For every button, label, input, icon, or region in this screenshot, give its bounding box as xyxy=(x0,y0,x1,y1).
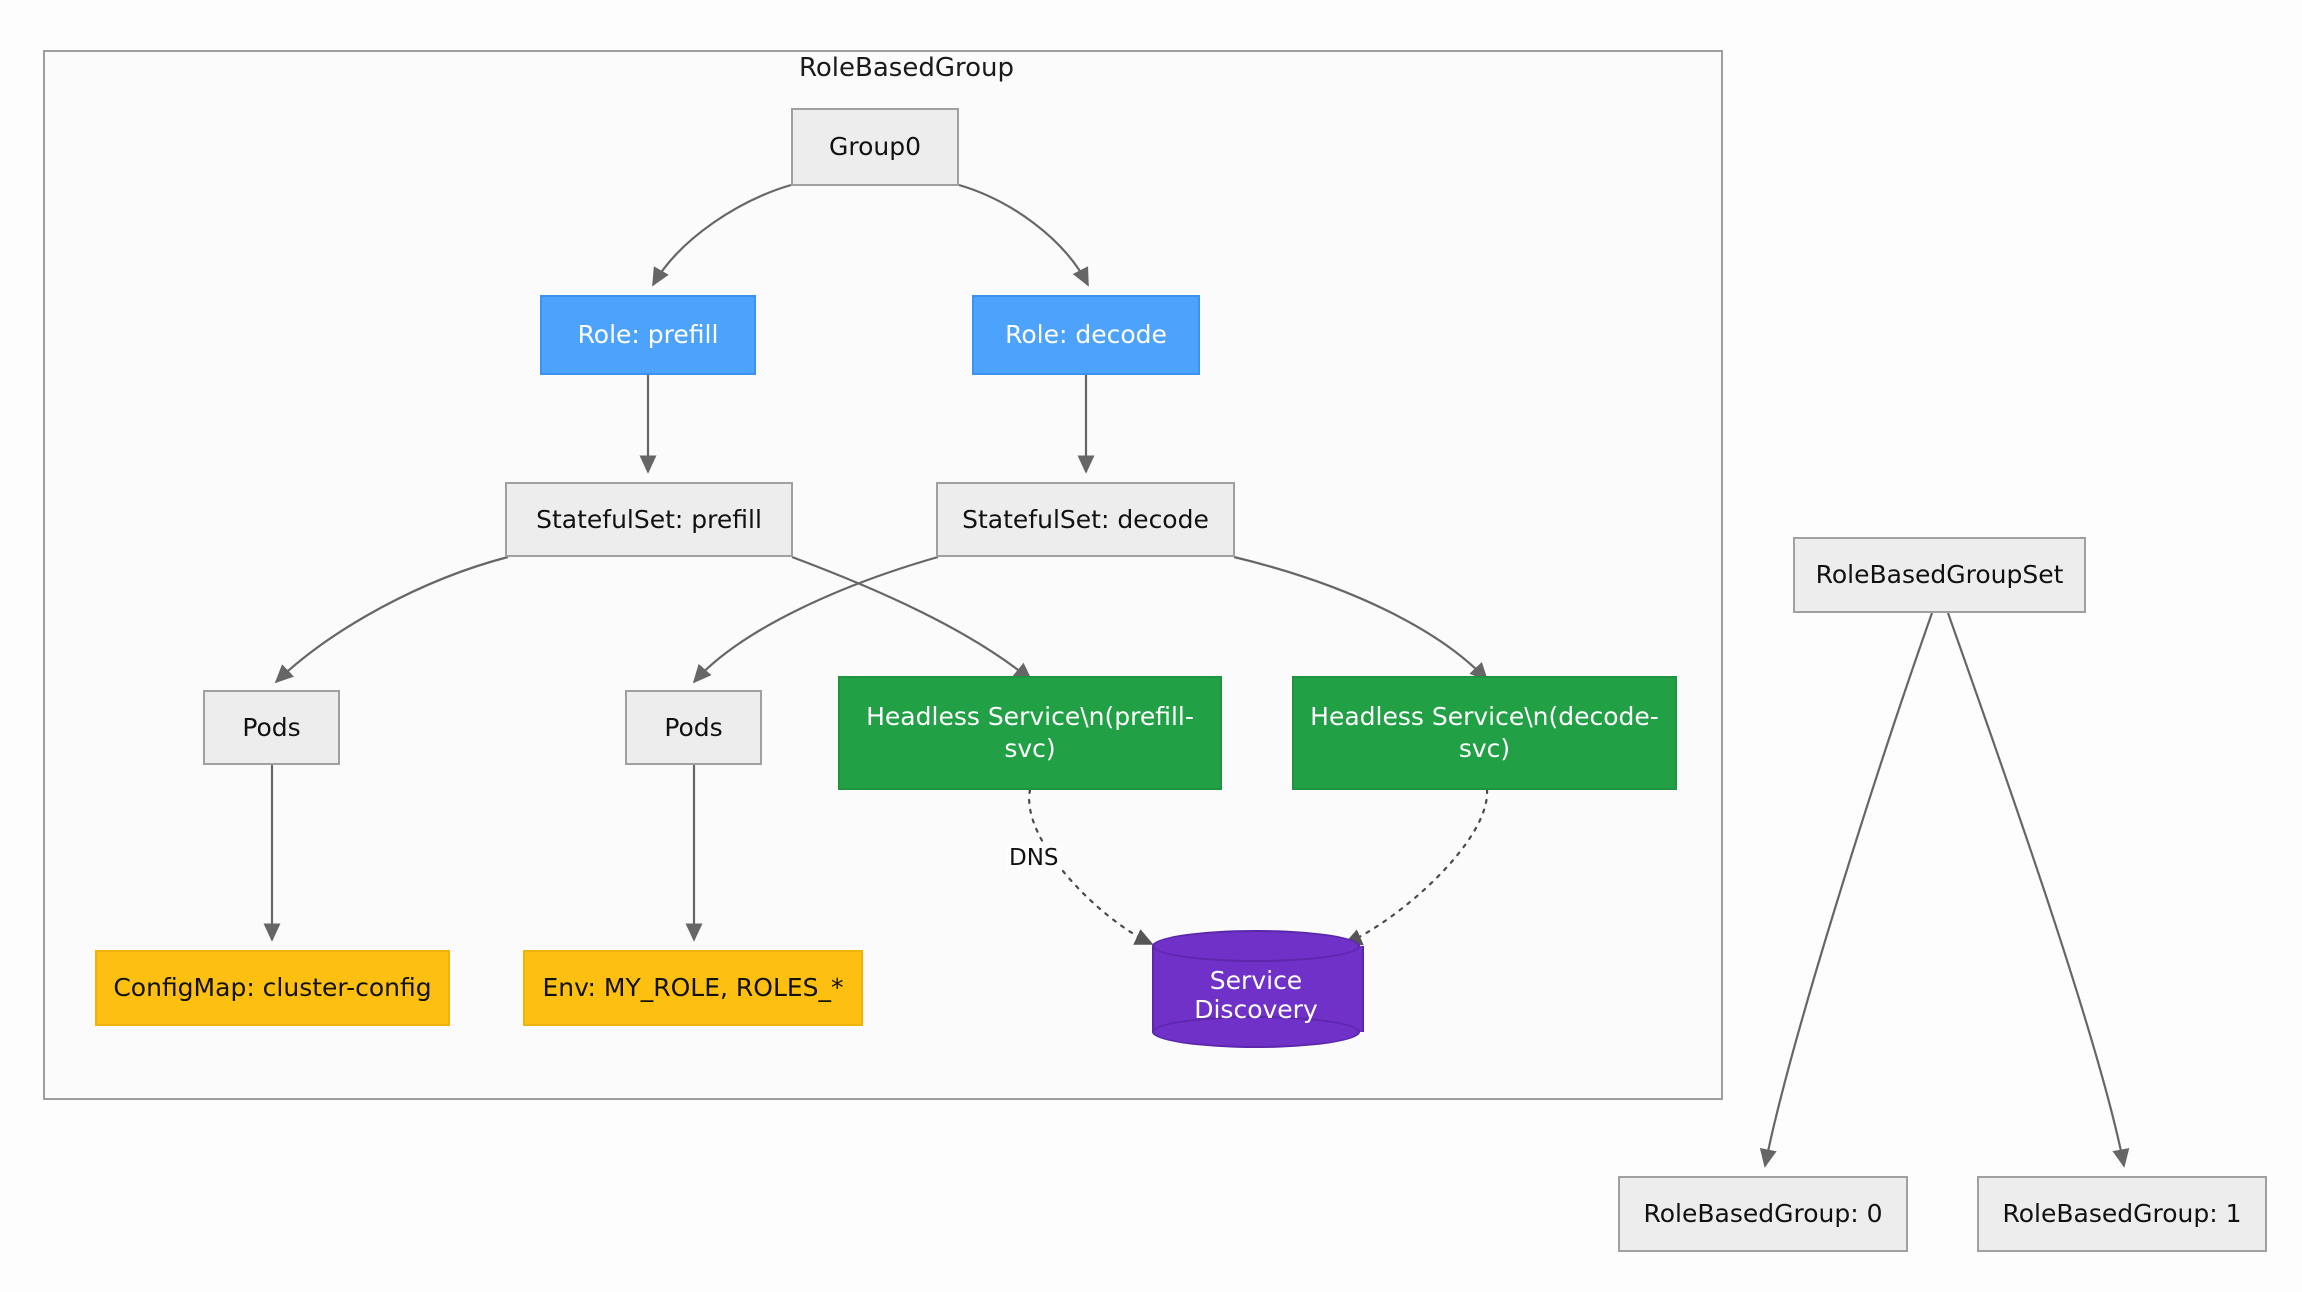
node-role-prefill[interactable]: Role: prefill xyxy=(540,295,756,375)
node-env[interactable]: Env: MY_ROLE, ROLES_* xyxy=(523,950,863,1026)
node-rolebasedgroup-0[interactable]: RoleBasedGroup: 0 xyxy=(1618,1176,1908,1252)
service-discovery-label: Service Discovery xyxy=(1194,965,1318,1024)
node-role-decode[interactable]: Role: decode xyxy=(972,295,1200,375)
cluster-label: RoleBasedGroup xyxy=(793,53,1020,83)
node-configmap[interactable]: ConfigMap: cluster-config xyxy=(95,950,450,1026)
node-pods-prefill[interactable]: Pods xyxy=(203,690,340,765)
cylinder-top xyxy=(1152,930,1360,962)
node-rolebasedgroupset[interactable]: RoleBasedGroupSet xyxy=(1793,537,2086,613)
node-headless-service-prefill[interactable]: Headless Service\n(prefill-svc) xyxy=(838,676,1222,790)
node-pods-decode[interactable]: Pods xyxy=(625,690,762,765)
node-statefulset-prefill[interactable]: StatefulSet: prefill xyxy=(505,482,793,557)
edge-label-dns: DNS xyxy=(1006,845,1062,871)
node-headless-service-decode[interactable]: Headless Service\n(decode-svc) xyxy=(1292,676,1677,790)
node-statefulset-decode[interactable]: StatefulSet: decode xyxy=(936,482,1235,557)
cluster-rolebasedgroup xyxy=(43,50,1723,1100)
edge-rbgset-rbg0 xyxy=(1759,612,1934,1168)
node-group0[interactable]: Group0 xyxy=(791,108,959,186)
node-rolebasedgroup-1[interactable]: RoleBasedGroup: 1 xyxy=(1977,1176,2267,1252)
cylinder-bottom xyxy=(1152,1016,1360,1048)
node-service-discovery[interactable]: Service Discovery xyxy=(1152,930,1364,1048)
edge-rbgset-rbg1 xyxy=(1946,612,2130,1168)
